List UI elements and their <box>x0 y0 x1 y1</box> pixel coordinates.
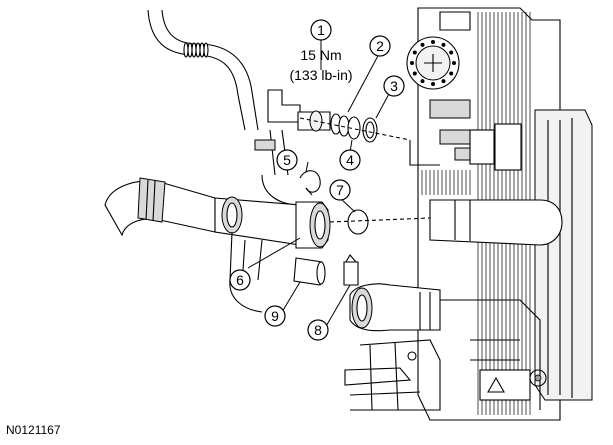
svg-text:7: 7 <box>336 182 344 198</box>
svg-text:3: 3 <box>390 78 398 94</box>
lower-shroud <box>344 339 441 411</box>
callout-1: 1 <box>310 19 332 41</box>
hose-clamp-and-bracket <box>293 254 441 332</box>
torque-line-1: 15 Nm <box>300 47 341 63</box>
torque-spec: 15 Nm (133 lb-in) <box>289 47 352 83</box>
svg-text:5: 5 <box>283 152 291 168</box>
callout-2: 2 <box>369 35 391 57</box>
callout-3: 3 <box>383 75 405 97</box>
svg-text:9: 9 <box>271 308 279 324</box>
torque-line-2: (133 lb-in) <box>289 67 352 83</box>
callout-4: 4 <box>339 149 361 171</box>
svg-text:1: 1 <box>317 22 325 38</box>
fitting-and-orings <box>297 110 440 166</box>
svg-text:2: 2 <box>376 38 384 54</box>
figure-id: N0121167 <box>6 423 61 437</box>
svg-text:6: 6 <box>236 272 244 288</box>
svg-text:4: 4 <box>346 152 354 168</box>
retaining-clip <box>299 170 321 196</box>
callout-9: 9 <box>264 305 286 327</box>
callout-5: 5 <box>276 149 298 171</box>
callout-6: 6 <box>229 269 251 291</box>
svg-text:8: 8 <box>314 322 322 338</box>
leader-lines <box>247 38 391 329</box>
upper-hose-lines <box>147 9 301 206</box>
callout-8: 8 <box>307 319 329 341</box>
callout-7: 7 <box>329 179 351 201</box>
